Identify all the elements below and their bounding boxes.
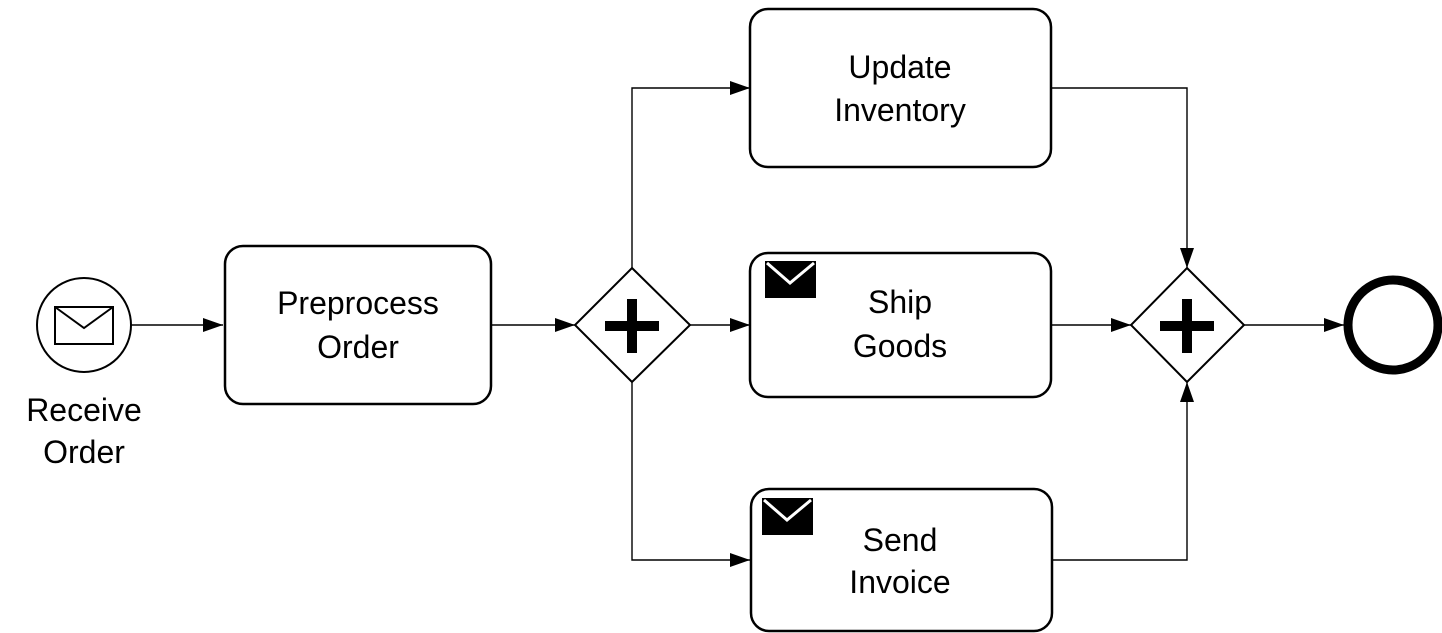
send-message-icon [765, 261, 816, 298]
start-event-label-line2: Order [43, 434, 125, 470]
envelope-icon [54, 306, 114, 345]
flow-split-to-update-inventory[interactable] [631, 81, 750, 268]
send-message-icon [762, 498, 813, 535]
task-send-invoice[interactable]: Send Invoice [749, 487, 1054, 633]
task-label-line2: Inventory [834, 92, 966, 128]
plus-icon [1160, 299, 1214, 353]
parallel-gateway-join[interactable] [1129, 266, 1246, 384]
task-label: Preprocess [277, 285, 439, 321]
start-event-label: Receive [26, 392, 142, 428]
task-label-line2: Goods [853, 328, 947, 364]
task-label: Send [863, 522, 938, 558]
start-event-receive-order[interactable]: Receive Order [26, 277, 142, 470]
end-event[interactable] [1343, 275, 1442, 375]
task-label-line2: Invoice [849, 564, 950, 600]
task-preprocess-order[interactable]: Preprocess Order [223, 244, 493, 406]
task-ship-goods[interactable]: Ship Goods [748, 251, 1053, 399]
flow-send-invoice-to-join[interactable] [1051, 382, 1194, 561]
task-label-line2: Order [317, 329, 399, 365]
task-update-inventory[interactable]: Update Inventory [748, 7, 1053, 169]
parallel-gateway-split[interactable] [573, 266, 692, 384]
sequence-flows [131, 81, 1344, 567]
task-label: Update [848, 49, 951, 85]
plus-icon [605, 299, 659, 353]
flow-split-to-send-invoice[interactable] [631, 382, 750, 567]
task-label: Ship [868, 284, 932, 320]
flow-update-inventory-to-join[interactable] [1051, 87, 1194, 268]
